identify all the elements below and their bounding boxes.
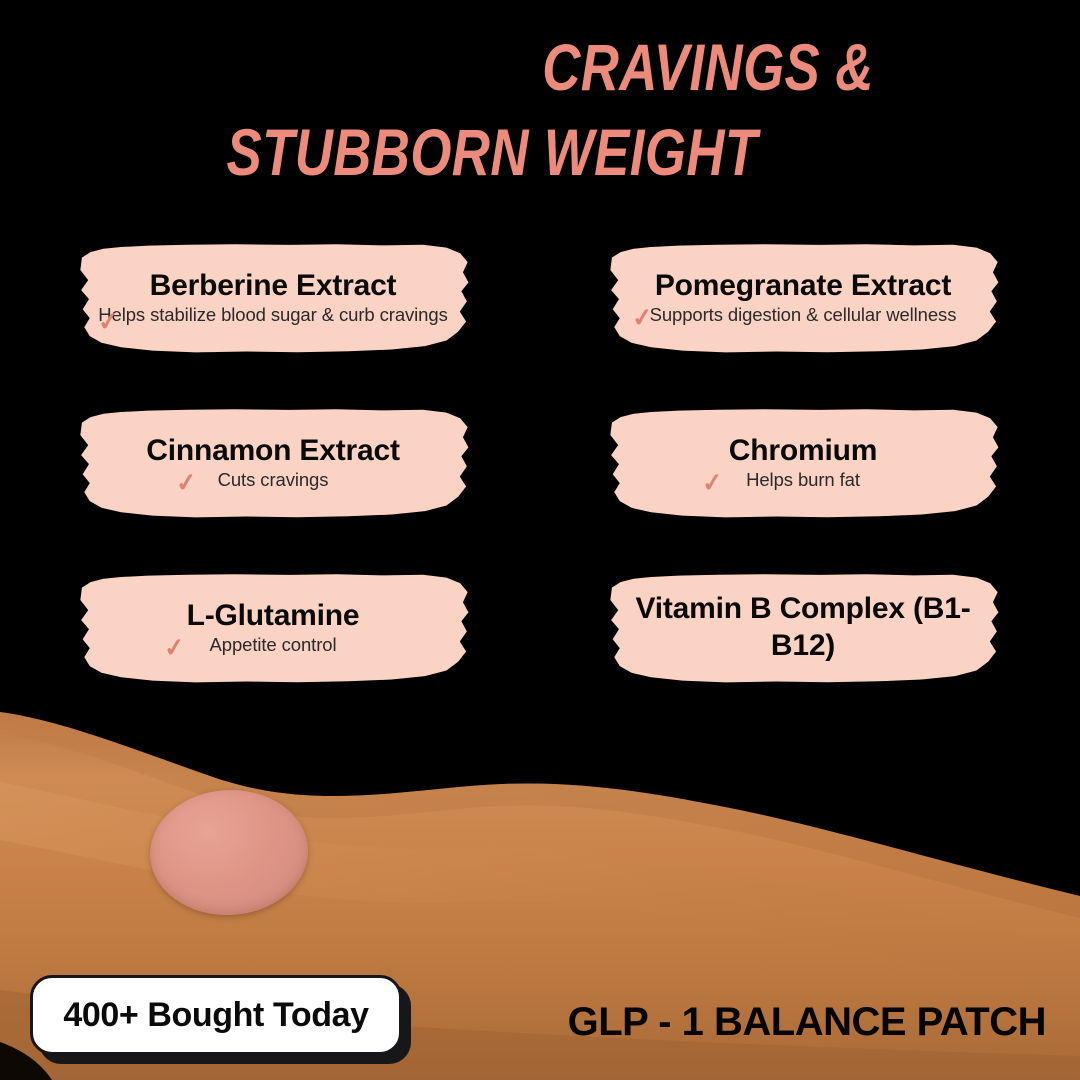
- bought-today-badge[interactable]: 400+ Bought Today: [30, 975, 402, 1055]
- ingredient-card-berberine-extract[interactable]: ✓ Berberine Extract Helps stabilize bloo…: [80, 244, 469, 353]
- ingredient-card-cinnamon-extract[interactable]: ✓ Cinnamon Extract Cuts cravings: [80, 409, 469, 518]
- ingredient-card-l-glutamine[interactable]: ✓ L-Glutamine Appetite control: [80, 574, 469, 683]
- ingredient-grid: ✓ Berberine Extract Helps stabilize bloo…: [0, 244, 1080, 745]
- ingredient-subtitle: Appetite control: [209, 634, 337, 656]
- ingredient-card-pomegranate-extract[interactable]: ✓ Pomegranate Extract Supports digestion…: [610, 244, 999, 353]
- highlighter-brush-stroke: [80, 244, 469, 353]
- highlighter-brush-stroke: [610, 244, 999, 353]
- badge-label: 400+ Bought Today: [63, 995, 369, 1034]
- product-name: GLP - 1 BALANCE PATCH: [567, 1000, 1047, 1044]
- headline-line-2: STUBBORN WEIGHT: [226, 114, 758, 189]
- highlighter-brush-stroke: [80, 409, 469, 518]
- ingredient-row-2: ✓ Cinnamon Extract Cuts cravings ✓ Chrom…: [0, 409, 1080, 580]
- ingredient-title: Chromium: [728, 433, 878, 467]
- ingredient-row-1: ✓ Berberine Extract Helps stabilize bloo…: [0, 244, 1080, 415]
- highlighter-brush-stroke: [80, 574, 469, 683]
- checkmark-icon: ✓: [162, 632, 187, 664]
- ingredient-subtitle: Supports digestion & cellular wellness: [649, 304, 957, 326]
- highlighter-brush-stroke: [610, 574, 999, 683]
- ingredient-title: Berberine Extract: [149, 268, 397, 302]
- ingredient-title: L-Glutamine: [186, 598, 360, 632]
- checkmark-icon: ✓: [96, 306, 121, 338]
- highlighter-brush-stroke: [610, 409, 999, 518]
- ingredient-subtitle: Helps stabilize blood sugar & curb cravi…: [98, 304, 448, 326]
- ingredient-subtitle: Helps burn fat: [746, 469, 860, 491]
- checkmark-icon: ✓: [630, 302, 655, 334]
- ingredient-title: Pomegranate Extract: [654, 268, 952, 302]
- ingredient-row-3: ✓ L-Glutamine Appetite control Vitamin B…: [0, 574, 1080, 745]
- checkmark-icon: ✓: [174, 467, 199, 499]
- ingredient-title: Cinnamon Extract: [146, 433, 400, 467]
- ingredient-card-vitamin-b-complex[interactable]: Vitamin B Complex (B1-B12): [610, 574, 999, 683]
- ingredient-subtitle: Cuts cravings: [217, 469, 329, 491]
- ingredient-title: Vitamin B Complex (B1-B12): [635, 592, 971, 662]
- checkmark-icon: ✓: [700, 467, 725, 499]
- headline: CRAVINGS & STUBBORN WEIGHT: [0, 30, 1080, 189]
- ingredient-card-chromium[interactable]: ✓ Chromium Helps burn fat: [610, 409, 999, 518]
- headline-line-1: CRAVINGS &: [542, 30, 874, 104]
